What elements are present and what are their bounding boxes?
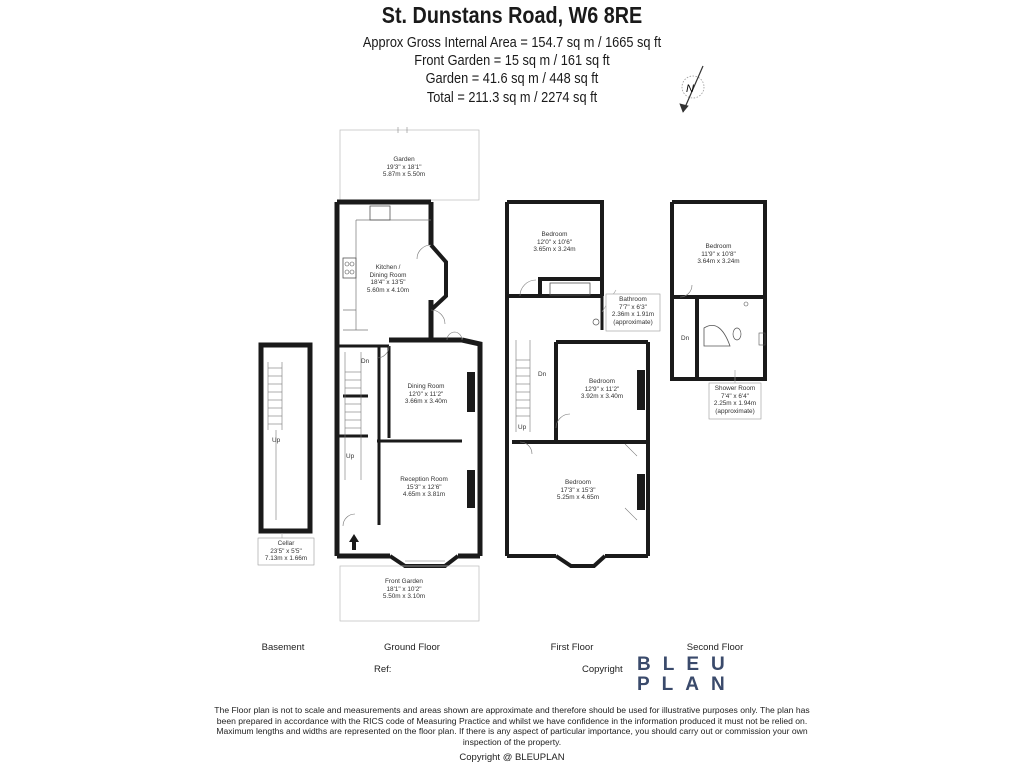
ref-label: Ref: [374,664,392,675]
garden-area-text: Garden = 41.6 sq m / 448 sq ft [425,71,599,87]
second-floor-label: Second Floor [686,642,744,653]
plan-title: St. Dunstans Road, W6 8RE [381,2,643,28]
total-area-text: Total = 211.3 sq m / 2274 sq ft [426,90,598,106]
compass-icon [679,65,705,113]
first-floor-plan [505,200,650,568]
copyright-label: Copyright [582,664,623,675]
footer-copyright: Copyright @ BLEUPLAN [459,752,565,763]
stairs-up-label: Up [346,453,355,460]
first-floor-label: First Floor [550,642,594,653]
shower-room-label-box [708,382,762,420]
ground-floor-plan [334,127,483,622]
compass-north-label: N [686,83,694,95]
ground-floor-label: Ground Floor [384,642,440,653]
first-floor-stairs-down-label: Dn [538,371,547,378]
bathroom-label-box [605,293,661,332]
gross-area-text: Approx Gross Internal Area = 154.7 sq m … [362,35,662,51]
second-floor-plan [670,200,767,381]
bleuplan-logo: BLEU PLAN [637,654,737,695]
entrance-arrow-icon [349,534,359,550]
cellar-label-box [257,537,315,566]
front-garden-area-text: Front Garden = 15 sq m / 161 sq ft [414,53,610,69]
cellar-stairs-up-label: Up [272,437,281,444]
second-floor-stairs-down-label: Dn [681,335,690,342]
disclaimer-text: The Floor plan is not to scale and measu… [214,705,810,747]
basement-floor-label: Basement [261,642,305,653]
stairs-down-label: Dn [361,358,370,365]
cellar-plan [258,342,313,534]
first-floor-stairs-up-label: Up [518,424,527,431]
